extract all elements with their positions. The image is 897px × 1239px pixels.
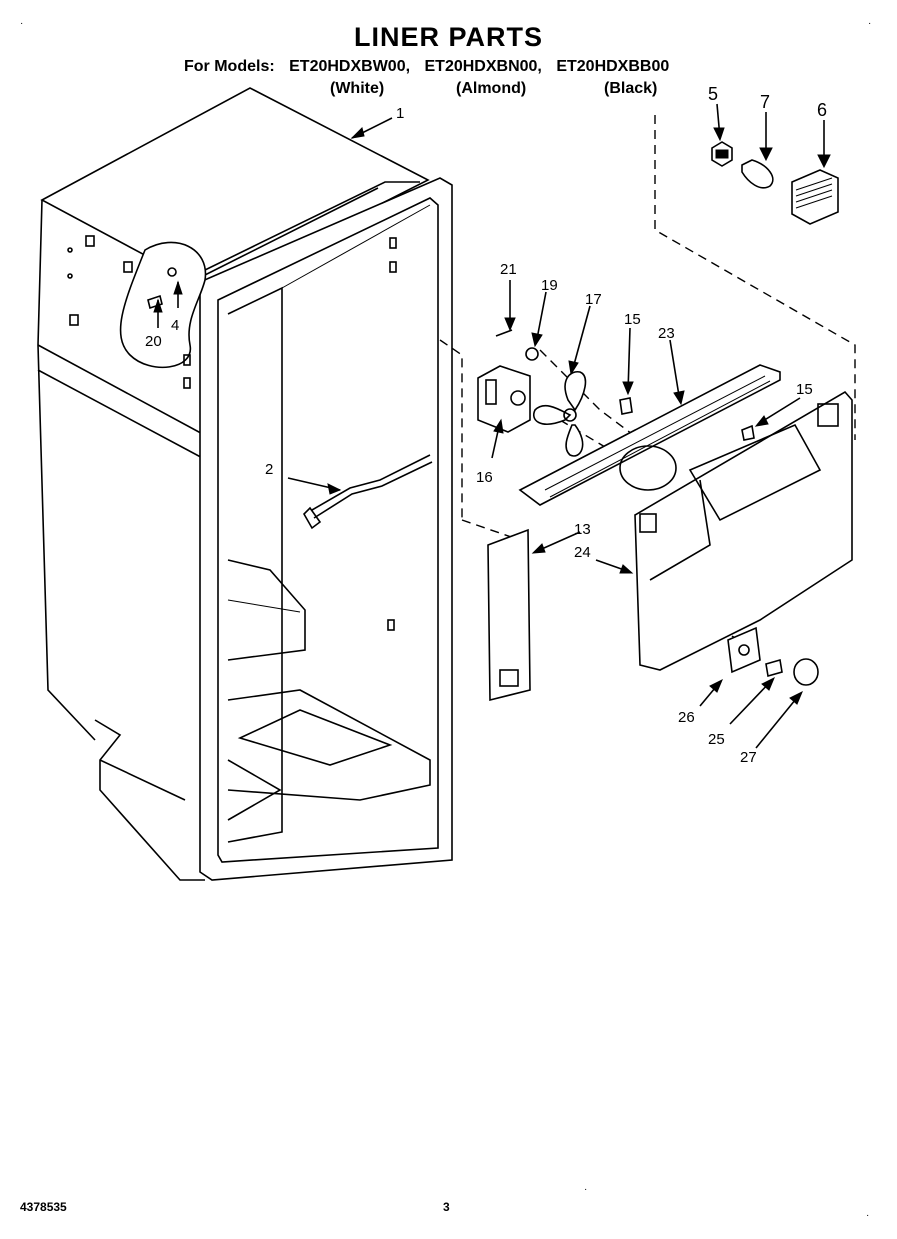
model-black: ET20HDXBB00	[556, 58, 670, 75]
model-white: ET20HDXBW00,	[289, 58, 411, 75]
air-duct	[487, 528, 531, 702]
callout-21: 21	[500, 261, 517, 278]
callout-7: 7	[760, 92, 770, 112]
light-assembly	[711, 141, 839, 225]
callout-labels: 1 2 4 5 6 7 13 15 15 16 17 19 20 21 23 2…	[145, 84, 827, 766]
registration-mark: ·	[20, 18, 24, 29]
light-shield	[791, 169, 839, 225]
callout-15b: 15	[796, 381, 813, 398]
fan-motor	[477, 365, 531, 433]
thermostat-plate	[727, 626, 761, 674]
callout-23: 23	[658, 325, 675, 342]
screw-25	[765, 658, 783, 678]
callout-16: 16	[476, 469, 493, 486]
callout-26: 26	[678, 709, 695, 726]
callout-1: 1	[396, 105, 404, 122]
variant-white: (White)	[330, 80, 385, 97]
screw-15b	[741, 424, 755, 441]
models-prefix: For Models:	[184, 58, 275, 75]
model-almond: ET20HDXBN00,	[424, 58, 542, 75]
light-bulb	[741, 159, 774, 189]
page-title: LINER PARTS	[353, 22, 543, 52]
variant-black: (Black)	[604, 80, 658, 97]
small-parts	[487, 528, 819, 702]
callout-25: 25	[708, 731, 725, 748]
evaporator-cover	[518, 364, 853, 671]
motor-grommet	[525, 347, 539, 361]
registration-mark: ·	[584, 1184, 588, 1195]
callout-13: 13	[574, 521, 591, 538]
callout-2: 2	[265, 461, 273, 478]
evaporator-panel	[634, 390, 853, 671]
callout-17: 17	[585, 291, 602, 308]
liner-cabinet	[37, 87, 453, 881]
document-number: 4378535	[20, 1200, 67, 1214]
fan-grille	[518, 364, 781, 506]
knob-27	[793, 658, 819, 686]
callout-5: 5	[708, 84, 718, 104]
callout-24: 24	[574, 544, 591, 561]
fan-motor-assembly	[477, 329, 633, 457]
variant-almond: (Almond)	[456, 80, 527, 97]
registration-mark: ·	[866, 1210, 870, 1221]
callout-4: 4	[171, 317, 179, 334]
motor-screw	[495, 329, 513, 337]
page-number: 3	[443, 1200, 450, 1214]
model-list: For Models: ET20HDXBW00, ET20HDXBN00, ET…	[184, 58, 679, 76]
callout-15a: 15	[624, 311, 641, 328]
registration-mark: ·	[868, 18, 872, 29]
screw-15a	[619, 397, 633, 415]
callout-6: 6	[817, 100, 827, 120]
callout-27: 27	[740, 749, 757, 766]
leader-arrows	[153, 103, 831, 749]
callout-20: 20	[145, 333, 162, 350]
fan-blade	[564, 371, 587, 412]
callout-19: 19	[541, 277, 558, 294]
